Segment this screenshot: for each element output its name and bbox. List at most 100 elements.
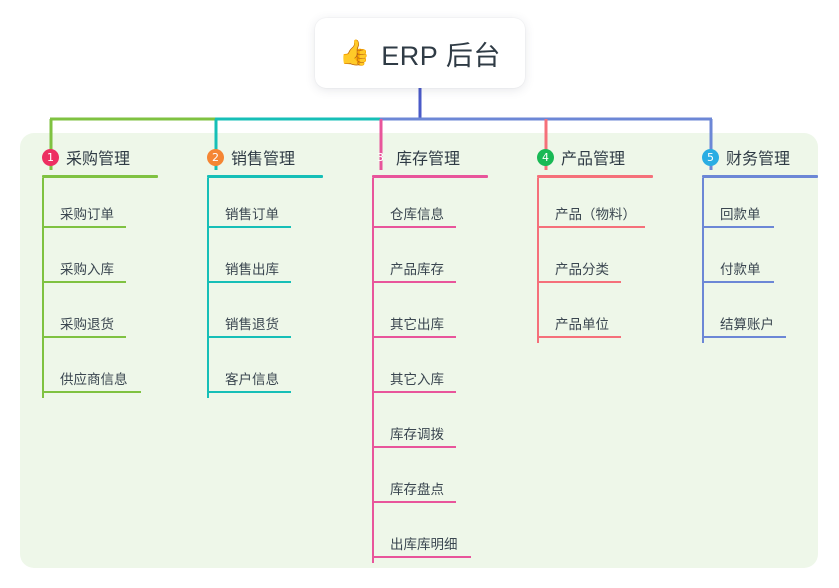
leaf-item-rule	[207, 226, 291, 228]
leaf-item[interactable]: 客户信息	[207, 343, 323, 398]
column-index-badge: 4	[537, 148, 554, 166]
leaf-item[interactable]: 出库库明细	[372, 508, 488, 563]
leaf-item[interactable]: 其它出库	[372, 288, 488, 343]
branch-spine	[372, 178, 374, 563]
leaf-item-label: 销售退货	[225, 317, 279, 332]
leaf-item-label: 其它入库	[390, 372, 444, 387]
column-header-rule	[42, 175, 158, 178]
leaf-item[interactable]: 采购入库	[42, 233, 158, 288]
leaf-item-rule	[42, 336, 126, 338]
leaf-item-rule	[372, 501, 456, 503]
leaf-item[interactable]: 采购订单	[42, 178, 158, 233]
leaf-item[interactable]: 销售出库	[207, 233, 323, 288]
column-header[interactable]: 4 产品管理	[526, 145, 653, 169]
branch-spine	[207, 178, 209, 398]
leaf-item[interactable]: 结算账户	[702, 288, 818, 343]
leaf-item-rule	[42, 281, 126, 283]
leaf-item-rule	[372, 336, 456, 338]
leaf-item-rule	[207, 336, 291, 338]
leaf-item[interactable]: 产品库存	[372, 233, 488, 288]
leaf-item-rule	[702, 281, 774, 283]
leaf-item-label: 库存盘点	[390, 482, 444, 497]
leaf-item[interactable]: 销售订单	[207, 178, 323, 233]
column-header-rule	[207, 175, 323, 178]
leaf-item[interactable]: 采购退货	[42, 288, 158, 343]
leaf-item[interactable]: 库存盘点	[372, 453, 488, 508]
leaf-item-label: 客户信息	[225, 372, 279, 387]
leaf-item-label: 采购退货	[60, 317, 114, 332]
column-header-rule	[702, 175, 818, 178]
leaf-list: 采购订单采购入库采购退货供应商信息	[42, 178, 158, 398]
leaf-item-label: 其它出库	[390, 317, 444, 332]
leaf-item[interactable]: 产品单位	[537, 288, 653, 343]
leaf-item-label: 出库库明细	[390, 537, 458, 552]
leaf-item[interactable]: 其它入库	[372, 343, 488, 398]
leaf-item-label: 采购入库	[60, 262, 114, 277]
column-title: 产品管理	[561, 151, 626, 168]
leaf-item-label: 库存调拨	[390, 427, 444, 442]
leaf-item-label: 回款单	[720, 207, 761, 222]
root-title: ERP 后台	[381, 40, 501, 71]
leaf-item-rule	[42, 226, 126, 228]
leaf-item-label: 销售订单	[225, 207, 279, 222]
column-index-badge: 5	[702, 148, 719, 166]
branch-spine	[702, 178, 704, 343]
leaf-item-label: 产品库存	[390, 262, 444, 277]
leaf-item[interactable]: 付款单	[702, 233, 818, 288]
branch-spine	[537, 178, 539, 343]
leaf-item-label: 供应商信息	[60, 372, 128, 387]
leaf-item[interactable]: 供应商信息	[42, 343, 158, 398]
leaf-list: 产品（物料） 产品分类产品单位	[537, 178, 653, 343]
leaf-item-label: 产品分类	[555, 262, 609, 277]
leaf-item-label: 产品单位	[555, 317, 609, 332]
leaf-item[interactable]: 库存调拨	[372, 398, 488, 453]
leaf-item-rule	[207, 281, 291, 283]
column-header-rule	[537, 175, 653, 178]
leaf-item-rule	[702, 336, 786, 338]
leaf-item-label: 付款单	[720, 262, 761, 277]
leaf-item-rule	[372, 446, 456, 448]
column-title: 财务管理	[726, 151, 791, 168]
leaf-item[interactable]: 销售退货	[207, 288, 323, 343]
leaf-item-label: 采购订单	[60, 207, 114, 222]
leaf-item[interactable]: 产品分类	[537, 233, 653, 288]
column-title: 销售管理	[231, 151, 296, 168]
column-title: 库存管理	[396, 151, 461, 168]
leaf-item-label: 产品（物料）	[555, 207, 636, 222]
diagram-panel	[20, 133, 818, 568]
leaf-item-rule	[372, 226, 456, 228]
column-index-badge: 2	[207, 148, 224, 166]
leaf-item[interactable]: 回款单	[702, 178, 818, 233]
leaf-item-rule	[537, 336, 621, 338]
column-header-rule	[372, 175, 488, 178]
column-header[interactable]: 5 财务管理	[691, 145, 818, 169]
leaf-list: 销售订单销售出库销售退货客户信息	[207, 178, 323, 398]
column-title: 采购管理	[66, 151, 131, 168]
leaf-item-rule	[537, 281, 621, 283]
branch-spine	[42, 178, 44, 398]
column-产品管理: 4 产品管理产品（物料） 产品分类产品单位	[526, 145, 653, 343]
leaf-item-rule	[372, 556, 471, 558]
leaf-list: 回款单付款单结算账户	[702, 178, 818, 343]
leaf-item-rule	[372, 391, 456, 393]
column-销售管理: 2 销售管理销售订单销售出库销售退货客户信息	[196, 145, 323, 398]
leaf-item-label: 销售出库	[225, 262, 279, 277]
leaf-item[interactable]: 产品（物料）	[537, 178, 653, 233]
leaf-item-label: 仓库信息	[390, 207, 444, 222]
leaf-item-label: 结算账户	[720, 317, 774, 332]
root-node[interactable]: 👍 ERP 后台	[315, 18, 525, 88]
leaf-item-rule	[702, 226, 774, 228]
leaf-item-rule	[207, 391, 291, 393]
leaf-item-rule	[372, 281, 456, 283]
leaf-item-rule	[42, 391, 141, 393]
leaf-item[interactable]: 仓库信息	[372, 178, 488, 233]
leaf-item-rule	[537, 226, 645, 228]
column-财务管理: 5 财务管理回款单付款单结算账户	[691, 145, 818, 343]
thumbs-up-icon: 👍	[339, 38, 371, 67]
column-header[interactable]: 2 销售管理	[196, 145, 323, 169]
leaf-list: 仓库信息产品库存其它出库其它入库库存调拨库存盘点出库库明细	[372, 178, 488, 563]
